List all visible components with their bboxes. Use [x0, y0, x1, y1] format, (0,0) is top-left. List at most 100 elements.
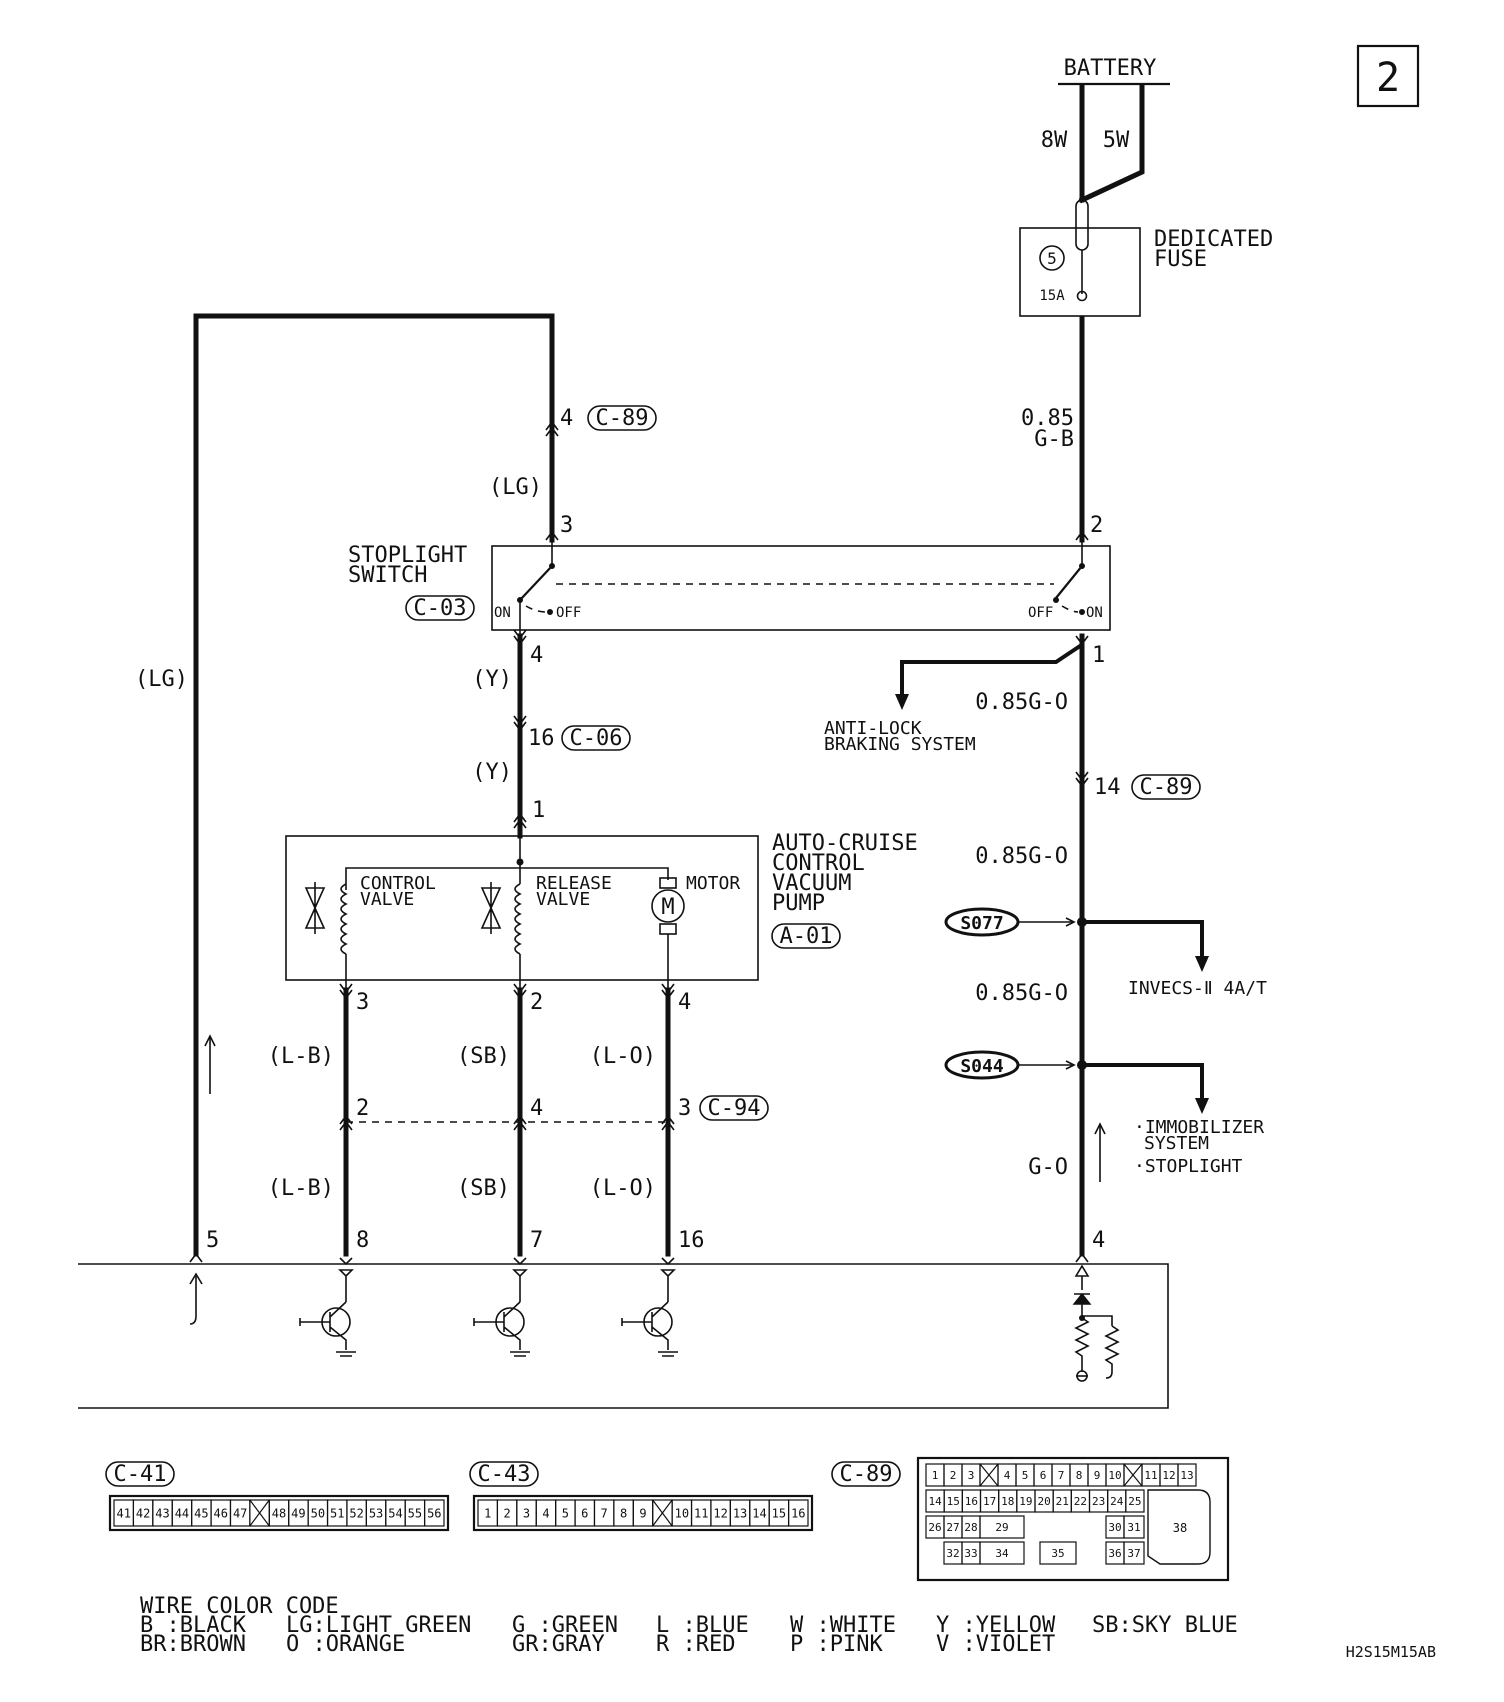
connector-c41-pin-label: 45: [194, 1506, 208, 1520]
wire-y-upper: (Y): [472, 667, 512, 692]
connector-c94: C-94: [708, 1096, 761, 1121]
connector-c89-pin-label: 24: [1110, 1495, 1124, 1508]
connector-c43-pin-label: 12: [713, 1506, 727, 1520]
connector-c41-pin-label: 48: [272, 1506, 286, 1520]
switch-left-off-contact: [547, 609, 553, 615]
connector-c03-tag: [405, 595, 475, 621]
legend-col3-1: G :GREEN: [512, 1613, 618, 1638]
legend-col2-1: LG:LIGHT GREEN: [286, 1613, 471, 1638]
connector-c41-pin-label: 56: [427, 1506, 441, 1520]
pump-output-marks: [339, 983, 675, 1000]
figure-code: H2S15M15AB: [1346, 1643, 1436, 1661]
connector-c89-pin-label: 35: [1051, 1547, 1064, 1560]
connector-c41-pin-label: 46: [214, 1506, 228, 1520]
page-number-box: [1356, 44, 1420, 108]
connector-c89-blank-cell: [979, 1463, 999, 1487]
connector-c89-pin-label: 22: [1074, 1495, 1087, 1508]
switch-right-off-contact: [1053, 597, 1059, 603]
connector-c89-big-label: 38: [1173, 1521, 1187, 1535]
connector-c89-pin-label: 21: [1056, 1495, 1069, 1508]
pin-switch-3: 3: [560, 513, 573, 538]
pump-label-line4: PUMP: [772, 891, 825, 916]
pump-internal-bus: [345, 867, 669, 890]
vacuum-pump-box: [285, 835, 759, 981]
pin-c94-2: 2: [356, 1096, 369, 1121]
control-valve-coil: [340, 883, 348, 955]
abs-line1: ANTI-LOCK: [824, 718, 922, 739]
connector-a01-tag: [771, 923, 841, 949]
pin-c94-4: 4: [530, 1096, 543, 1121]
connector-c89-pin-label: 18: [1001, 1495, 1014, 1508]
wire-fuse-out-color: G-B: [1034, 427, 1074, 452]
connector-c43-pin-label: 10: [675, 1506, 689, 1520]
pump-label-line3: VACUUM: [772, 871, 851, 896]
connector-c89-top-tag: [587, 405, 657, 431]
connector-c03: C-03: [414, 596, 467, 621]
connector-c41-pin-label: 54: [388, 1506, 402, 1520]
connector-c43-pin-label: 1: [484, 1506, 491, 1520]
motor-brush-bottom: [659, 923, 677, 935]
wire-lg-top: (LG): [489, 475, 542, 500]
legend-col7-1: SB:SKY BLUE: [1092, 1613, 1238, 1638]
motor-brush-top: [659, 877, 677, 889]
connector-c89-pin-label: 25: [1128, 1495, 1141, 1508]
connector-c89-pin-label: 7: [1058, 1469, 1065, 1482]
switch-right-blade: [1055, 565, 1083, 599]
ecu-transistor-8: [299, 1269, 356, 1357]
connector-c43-pin-label: 7: [601, 1506, 608, 1520]
page-number: 2: [1376, 55, 1400, 101]
connector-c41-cell: [423, 1499, 445, 1527]
stoplight-switch-box: [491, 545, 1111, 631]
connector-c41-pin-label: 47: [233, 1506, 247, 1520]
motor-label: MOTOR: [686, 873, 740, 894]
connector-c89-pin-label: 11: [1144, 1469, 1157, 1482]
connector-c89-cell: [1125, 1489, 1145, 1513]
connector-c89-pin-label: 27: [946, 1521, 959, 1534]
release-valve-symbol: [480, 882, 502, 934]
connector-c41-pin-label: 42: [136, 1506, 150, 1520]
connector-c89-pin-label: 28: [964, 1521, 977, 1534]
fuse-label-line1: DEDICATED: [1154, 227, 1273, 252]
connector-c43-pin-label: 5: [562, 1506, 569, 1520]
connector-c89-bottom-tag: [831, 1461, 901, 1487]
pin-pump-3: 3: [356, 990, 369, 1015]
pin-switch-4: 4: [530, 643, 543, 668]
ecu-input-5-tail: [189, 1315, 197, 1325]
connector-c89-mid-tag: [1131, 774, 1201, 800]
connector-c43-pin-label: 9: [639, 1506, 646, 1520]
pin-c89-4: 4: [560, 406, 573, 431]
fusible-link: [1075, 199, 1089, 251]
connector-c89-cell: [1123, 1515, 1145, 1539]
connector-c89-bottom: C-89: [840, 1462, 893, 1487]
stoplight-label-line2: SWITCH: [348, 563, 427, 588]
connector-c89-pin-label: 8: [1076, 1469, 1083, 1482]
ecu-input-4-circuit: [1072, 1264, 1120, 1382]
connector-c89-pin-label: 33: [964, 1547, 977, 1560]
connector-c06: C-06: [570, 726, 623, 751]
legend-col5-2: P :PINK: [790, 1632, 883, 1657]
legend-col1-1: B :BLACK: [140, 1613, 247, 1638]
connector-c43-pin-label: 8: [620, 1506, 627, 1520]
wire-l-b-lower: (L-B): [268, 1176, 334, 1201]
legend-col3-2: GR:GRAY: [512, 1632, 605, 1657]
fuse-box: [1019, 227, 1141, 317]
release-valve-label-2: VALVE: [536, 889, 590, 910]
fuse-label-line2: FUSE: [1154, 247, 1207, 272]
connector-c89-pin-label: 23: [1092, 1495, 1105, 1508]
immobilizer-arrow: [1195, 1098, 1209, 1114]
connector-c89-pin-label: 1: [932, 1469, 939, 1482]
wire-l-o-lower: (L-O): [590, 1176, 656, 1201]
legend-col6-2: V :VIOLET: [936, 1632, 1055, 1657]
connector-mark-c06: [513, 715, 527, 732]
battery-label: BATTERY: [1064, 56, 1157, 81]
splice-s044: S044: [960, 1056, 1004, 1077]
invecs-arrow: [1195, 956, 1209, 972]
stoplight-label-line1: STOPLIGHT: [348, 543, 467, 568]
battery-wires: [1078, 83, 1145, 204]
destination-invecs: INVECS-Ⅱ 4A/T: [1128, 978, 1267, 999]
control-valve-label-2: VALVE: [360, 889, 414, 910]
switch-pin4-mark: [513, 629, 527, 646]
connector-c89-blank-cell: [1123, 1463, 1143, 1487]
